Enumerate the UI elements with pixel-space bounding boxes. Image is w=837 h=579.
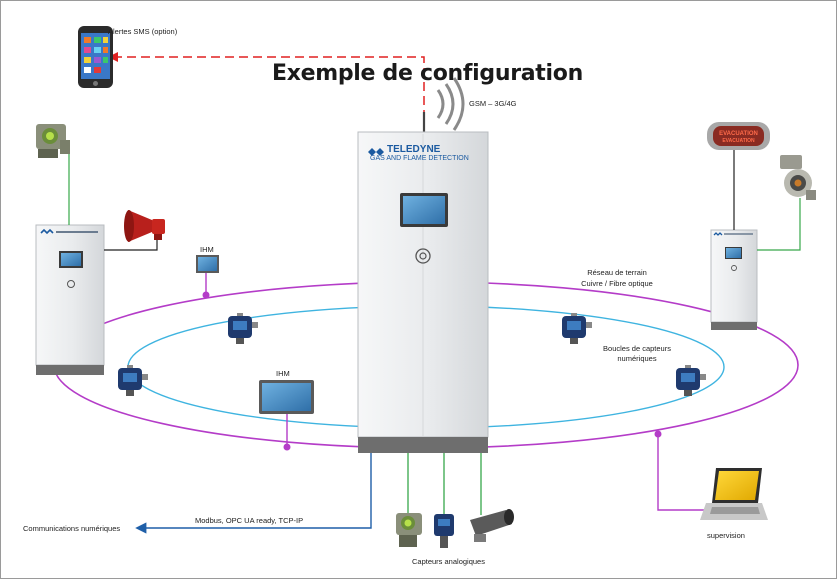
smartphone-icon xyxy=(78,26,113,88)
ihm-bottom-label: IHM xyxy=(276,369,290,378)
sensor-loops-label: Boucles de capteurs numériques xyxy=(592,344,682,363)
gas-detector-icon xyxy=(118,365,148,396)
flame-detector-icon xyxy=(36,124,70,158)
evacuation-sign-text: EVACUATION xyxy=(719,131,758,137)
ihm-top-label: IHM xyxy=(200,245,214,254)
gas-detector-icon xyxy=(434,514,454,548)
supervision-label: supervision xyxy=(707,531,745,540)
flame-detector-icon xyxy=(780,155,816,200)
hmi-panel-icon xyxy=(196,255,219,273)
comms-arrow xyxy=(135,453,372,534)
gas-detector-icon xyxy=(562,313,592,344)
sensor-loops-label-line1: Boucles de capteurs xyxy=(603,344,671,353)
horn-icon xyxy=(124,210,165,242)
sms-link xyxy=(113,56,425,120)
supervision-link xyxy=(657,434,707,511)
protocols-label: Modbus, OPC UA ready, TCP-IP xyxy=(195,516,304,525)
left-controller-cabinet xyxy=(35,224,105,375)
main-controller-cabinet xyxy=(357,131,489,453)
evacuation-sign-icon: EVACUATION EVACUATION xyxy=(707,122,770,150)
evacuation-sign-text-2: EVACUATION xyxy=(722,138,755,144)
brand-name: TELEDYNE xyxy=(387,144,441,155)
diagram-title: Exemple de configuration xyxy=(272,61,583,86)
gsm-label: GSM – 3G/4G xyxy=(469,99,517,108)
right-controller-cabinet xyxy=(710,229,758,330)
laptop-icon xyxy=(700,468,768,520)
flame-detector-icon xyxy=(396,513,422,547)
comms-label: Communications numériques xyxy=(23,524,121,533)
flame-detector-icon xyxy=(470,509,514,542)
analog-sensors-label: Capteurs analogiques xyxy=(412,557,485,566)
hmi-panel-icon xyxy=(259,380,314,414)
brand-subtitle: GAS AND FLAME DETECTION xyxy=(370,155,469,162)
analog-wire xyxy=(757,198,801,251)
gas-detector-icon xyxy=(676,365,706,396)
sms-label: Alertes SMS (option) xyxy=(108,27,178,36)
gas-detector-icon xyxy=(228,313,258,344)
antenna-waves-icon xyxy=(422,77,465,132)
sensor-loops-label-line2: numériques xyxy=(617,354,657,363)
field-network-label-line1: Réseau de terrain xyxy=(587,268,647,277)
brand-logo-icon xyxy=(368,148,384,156)
field-network-label-line2: Cuivre / Fibre optique xyxy=(581,279,653,288)
field-network-label: Réseau de terrain Cuivre / Fibre optique xyxy=(572,268,662,288)
